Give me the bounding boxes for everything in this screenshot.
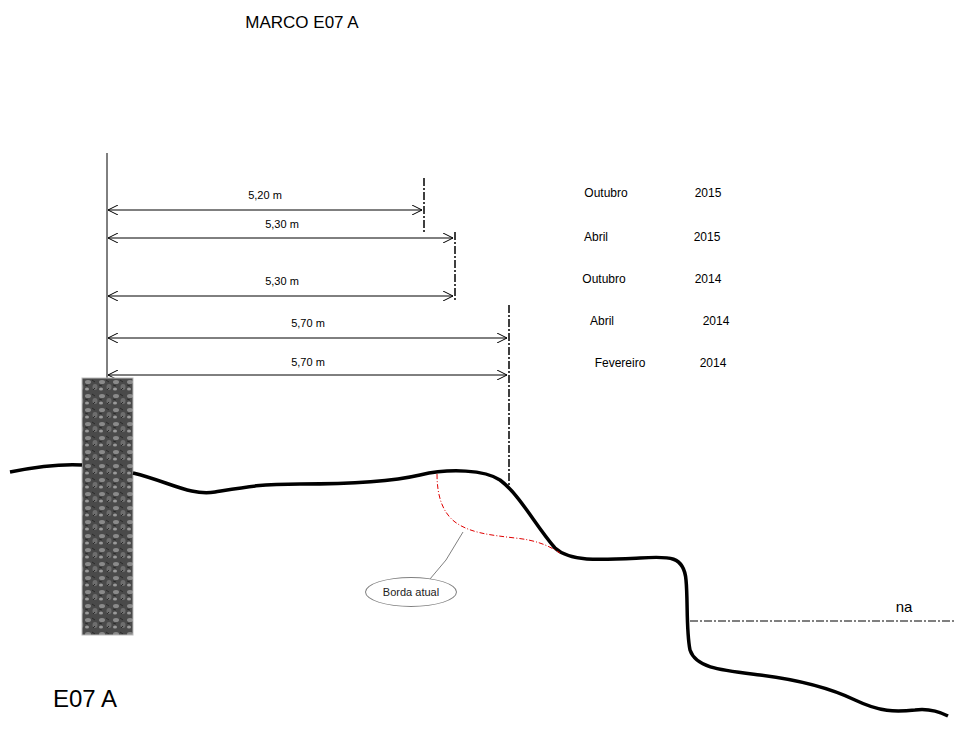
dimension: 5,20 m bbox=[248, 189, 282, 201]
survey-month: Abril bbox=[584, 231, 608, 244]
current-edge-line bbox=[437, 474, 560, 553]
survey-year: 2014 bbox=[695, 273, 722, 286]
dimension: 5,30 m bbox=[265, 218, 299, 230]
water-level-label: na bbox=[896, 599, 913, 616]
dimension-lines bbox=[108, 210, 507, 375]
drawing-title: MARCO E07 A bbox=[245, 14, 358, 33]
survey-month: Fevereiro bbox=[595, 357, 646, 370]
callout-text: Borda atual bbox=[383, 586, 439, 598]
terrain-profile bbox=[10, 465, 82, 472]
dimension: 5,30 m bbox=[265, 275, 299, 287]
callout-leader bbox=[430, 532, 463, 579]
survey-month: Outubro bbox=[584, 187, 627, 200]
marker-name: E07 A bbox=[53, 686, 117, 712]
edge-position-marks bbox=[424, 178, 509, 486]
survey-year: 2015 bbox=[694, 231, 721, 244]
survey-year: 2014 bbox=[703, 315, 730, 328]
survey-month: Outubro bbox=[582, 273, 625, 286]
survey-year: 2014 bbox=[700, 357, 727, 370]
survey-year: 2015 bbox=[695, 187, 722, 200]
terrain-profile bbox=[133, 471, 948, 716]
dimension: 5,70 m bbox=[291, 356, 325, 368]
marker-post bbox=[82, 378, 133, 635]
water-level-line bbox=[690, 621, 955, 622]
survey-month: Abril bbox=[590, 315, 614, 328]
callout-ellipse: Borda atual bbox=[365, 577, 457, 607]
dimension: 5,70 m bbox=[291, 317, 325, 329]
reference-line bbox=[107, 153, 108, 378]
